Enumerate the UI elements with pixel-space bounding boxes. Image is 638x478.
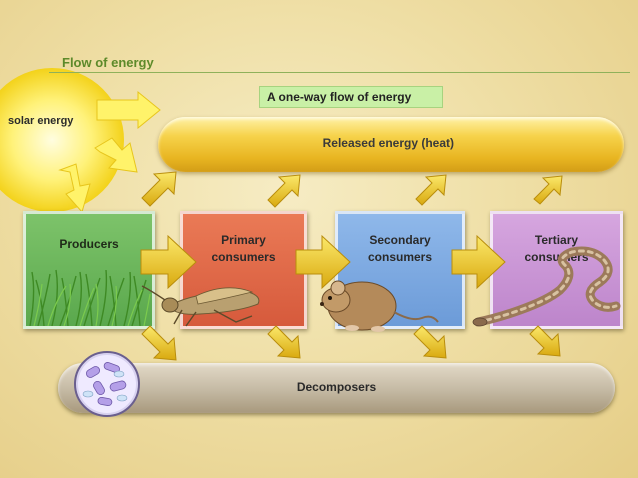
decay-arrow-1: [141, 325, 177, 361]
decay-arrow-4: [529, 325, 561, 357]
grass-image: [29, 269, 151, 326]
page-title: Flow of energy: [62, 55, 154, 70]
one-way-banner: A one-way flow of energy: [259, 86, 443, 108]
solar-energy-label: solar energy: [8, 115, 74, 127]
secondary-label-line-1: Secondary: [369, 233, 431, 247]
decomposers-bar: Decomposers: [58, 363, 615, 413]
heat-arrow-1: [141, 171, 177, 207]
secondary-label-line-2: consumers: [367, 250, 433, 264]
producers-label-line: Producers: [59, 237, 119, 251]
heat-arrow-3: [415, 174, 447, 206]
secondary-consumers-label: Secondary consumers: [338, 232, 462, 266]
snake-image: [472, 246, 621, 327]
sun-icon: [0, 68, 124, 212]
released-heat-bar: Released energy (heat): [158, 117, 624, 172]
decay-arrow-3: [413, 325, 447, 359]
producers-label: Producers: [26, 236, 152, 253]
primary-consumers-label: Primary consumers: [183, 232, 304, 266]
primary-label-line-1: Primary: [221, 233, 266, 247]
decomposers-label: Decomposers: [296, 380, 377, 394]
tertiary-label-line-1: Tertiary: [534, 233, 579, 247]
title-divider: [49, 72, 630, 73]
producers-box: Producers: [23, 211, 155, 329]
heat-arrow-4: [533, 175, 563, 205]
flow-arrow-secondary-to-tertiary: [451, 234, 506, 290]
mouse-image: [320, 280, 439, 332]
grasshopper-image: [141, 285, 260, 327]
microbe-icon: [74, 351, 140, 417]
primary-label-line-2: consumers: [211, 250, 276, 264]
heat-arrow-2: [267, 174, 301, 208]
flow-arrow-primary-to-secondary: [295, 234, 351, 290]
solar-ray-arrows: [58, 90, 161, 214]
flow-arrow-producers-to-primary: [140, 234, 197, 290]
released-heat-label: Released energy (heat): [322, 136, 454, 150]
decay-arrow-2: [267, 325, 301, 359]
